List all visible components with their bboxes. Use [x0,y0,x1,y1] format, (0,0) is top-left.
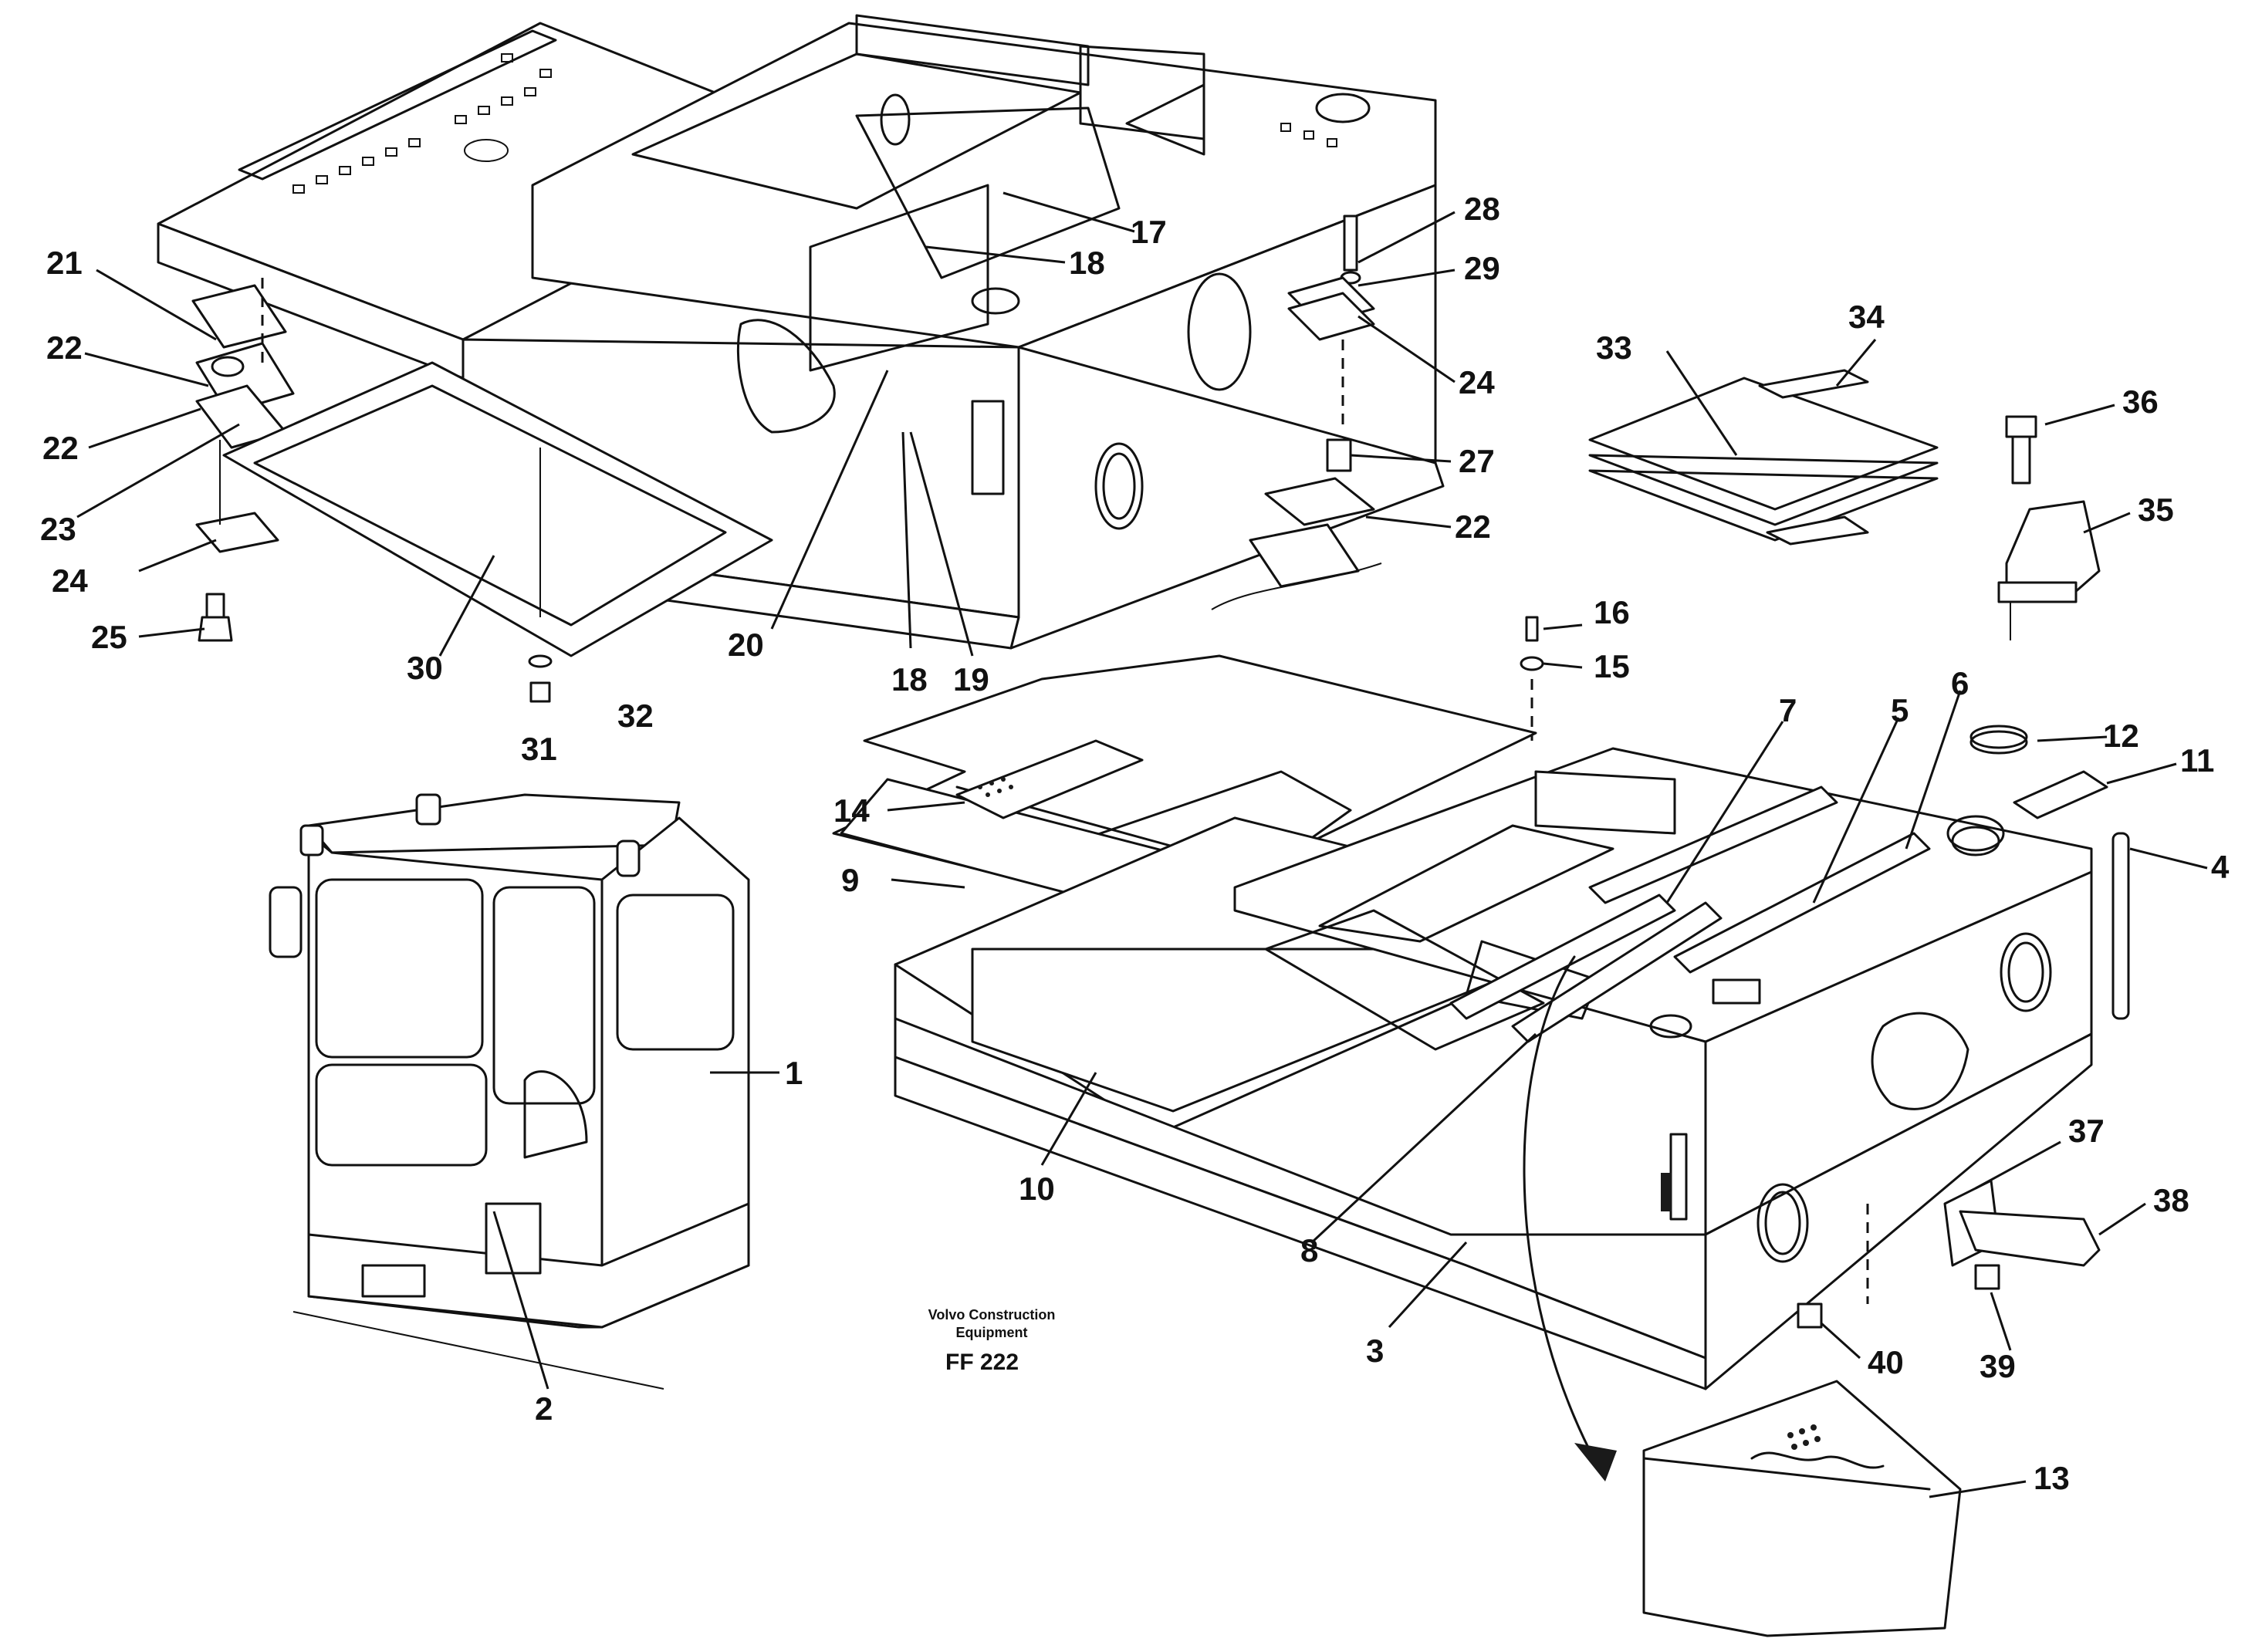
label-3: 3 [1366,1333,1384,1369]
label-13: 13 [2034,1460,2070,1496]
label-2: 2 [535,1390,553,1427]
label-21: 20 [728,627,764,663]
label-37: 37 [2068,1113,2105,1149]
label-19: 18 [891,661,928,698]
label-26: 25 [91,619,127,655]
floor-plate-and-bracket [1588,369,2101,640]
operator-cab [269,793,750,1390]
label-39: 39 [1980,1348,2016,1384]
leader-lines [76,191,2208,1498]
label-22-mid-left: 22 [42,430,79,466]
right-mount-parts [1211,215,1382,610]
label-35: 35 [2138,492,2174,528]
upper-frame-assembly [157,14,1445,650]
label-40: 40 [1868,1344,1904,1380]
label-33: 33 [1596,329,1632,366]
label-28: 28 [1464,191,1500,227]
label-17: 17 [1131,214,1167,250]
label-34: 34 [1848,299,1885,335]
company-name-line1: Volvo Construction [928,1307,1056,1323]
part-number-labels: 21 22 22 23 24 25 30 31 32 20 18 19 17 1… [40,191,2230,1496]
label-24-left: 23 [40,511,76,547]
label-18: 18 [1069,245,1105,281]
label-8: 8 [1300,1232,1318,1269]
label-29: 29 [1464,250,1500,286]
diagram-caption: Volvo Construction Equipment FF 222 [928,1307,1056,1375]
label-25: 24 [52,562,88,599]
label-15: 15 [1594,648,1630,684]
label-30: 30 [407,650,443,686]
company-name-line2: Equipment [956,1325,1028,1340]
figure-code: FF 222 [945,1350,1019,1375]
label-16: 16 [1594,594,1630,630]
label-11: 11 [2180,742,2214,779]
label-14: 14 [833,792,870,829]
label-4: 4 [2211,849,2230,885]
label-32: 32 [617,698,654,734]
left-mount-parts [191,278,773,703]
label-22-top-left: 21 [46,245,83,281]
label-9: 9 [841,862,859,898]
label-5: 5 [1891,692,1909,728]
label-24-right: 24 [1459,364,1495,400]
label-6: 6 [1951,665,1969,701]
label-27: 27 [1459,443,1495,479]
label-38: 38 [2153,1182,2189,1218]
label-20: 19 [953,661,989,698]
label-36: 36 [2122,383,2159,420]
label-12: 12 [2103,718,2139,754]
label-22-right: 22 [1455,508,1491,545]
label-1: 1 [785,1055,803,1091]
lower-frame-assembly [832,616,2130,1637]
label-23: 22 [46,329,83,366]
label-10: 10 [1019,1171,1055,1207]
label-7: 7 [1779,692,1797,728]
label-31: 31 [521,731,557,767]
